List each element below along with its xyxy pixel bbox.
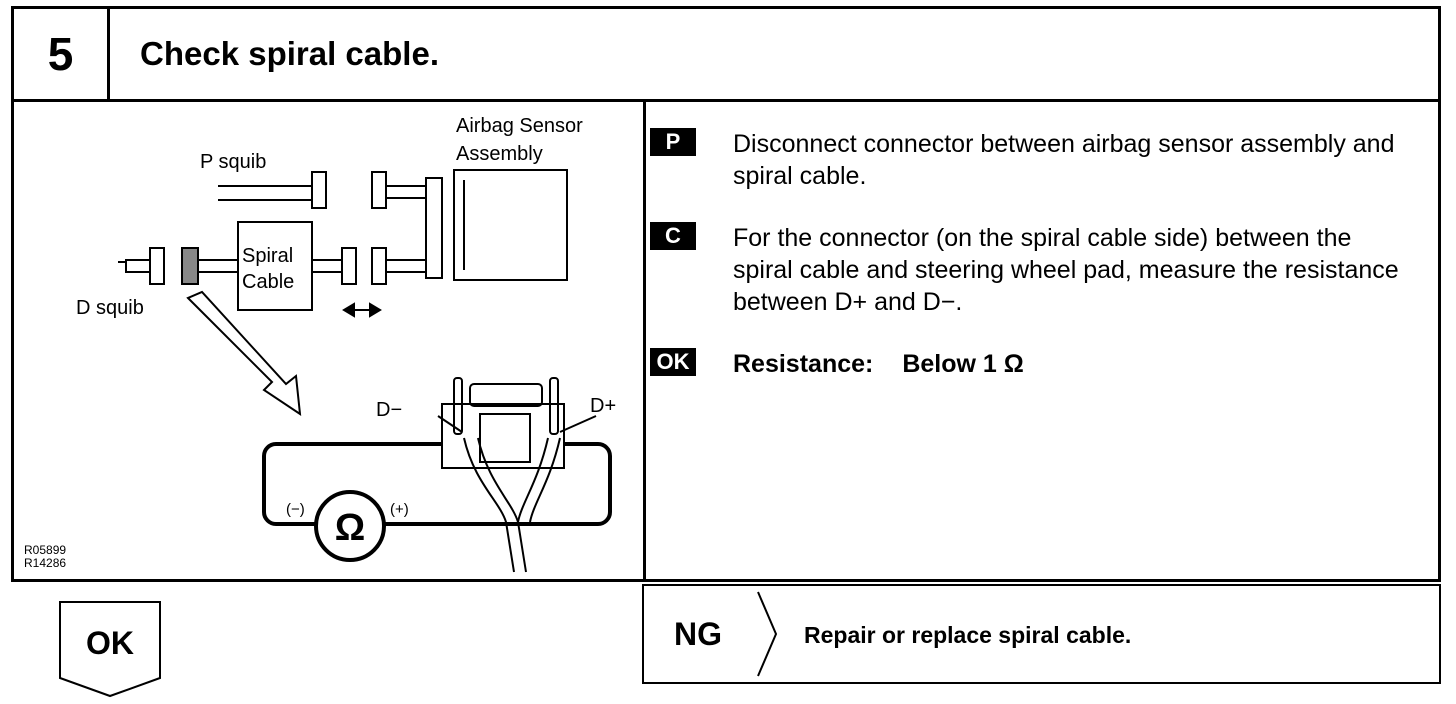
ng-result-box: NG Repair or replace spiral cable. <box>642 584 1441 684</box>
step-title: Check spiral cable. <box>140 35 439 72</box>
positive-terminal-label: (+) <box>390 501 409 518</box>
instruction-text-c: For the connector (on the spiral cable s… <box>733 224 1399 316</box>
sensor-label-1: Airbag Sensor <box>456 115 583 137</box>
d-squib-label: D squib <box>76 297 144 319</box>
ohm-symbol: Ω <box>335 507 365 549</box>
diagram-panel: Airbag Sensor Assembly P squib Spiral Ca… <box>14 102 646 579</box>
spiral-cable-connector <box>341 247 357 285</box>
p-squib-connector <box>311 171 327 209</box>
spec-value: Below 1 Ω <box>902 350 1024 378</box>
ng-result-label: NG <box>674 616 722 652</box>
d-plus-label: D+ <box>590 395 616 417</box>
step-number: 5 <box>47 28 74 80</box>
ng-result-action: Repair or replace spiral cable. <box>804 622 1132 648</box>
sensor-connector-bus <box>425 177 443 279</box>
figure-code-1: R05899 <box>24 543 67 557</box>
ng-divider-chevron <box>757 591 778 677</box>
figure-code-2: R14286 <box>24 556 67 570</box>
sensor-p-connector <box>371 171 387 209</box>
d-minus-label: D− <box>376 399 402 421</box>
test-lead-loop <box>262 442 612 526</box>
sensor-assembly-box <box>453 169 568 281</box>
callout-arrow <box>186 290 302 417</box>
step-number-cell: 5 <box>14 9 110 99</box>
spiral-label-2: Cable <box>242 271 294 293</box>
negative-terminal-label: (−) <box>286 501 305 518</box>
ohmmeter <box>314 490 386 562</box>
sensor-label-2: Assembly <box>456 143 543 165</box>
ok-result-label: OK <box>86 625 134 661</box>
step-header: 5 Check spiral cable. <box>11 6 1441 102</box>
instruction-text-p: Disconnect connector between airbag sens… <box>733 130 1395 190</box>
spiral-cable-box <box>237 221 313 311</box>
instruction-tag-p: P <box>650 128 696 156</box>
pad-connector-hatched <box>181 247 199 285</box>
spiral-label-1: Spiral <box>242 245 293 267</box>
spiral-cable-diagram: Airbag Sensor Assembly P squib Spiral Ca… <box>76 115 616 573</box>
spec-tag-ok: OK <box>650 348 696 376</box>
step-content: Airbag Sensor Assembly P squib Spiral Ca… <box>11 102 1441 582</box>
p-squib-label: P squib <box>200 151 266 173</box>
d-squib-connector <box>149 247 165 285</box>
sensor-d-connector <box>371 247 387 285</box>
ok-result-arrow <box>59 601 161 698</box>
spec-label: Resistance: <box>733 350 874 378</box>
instruction-tag-c: C <box>650 222 696 250</box>
